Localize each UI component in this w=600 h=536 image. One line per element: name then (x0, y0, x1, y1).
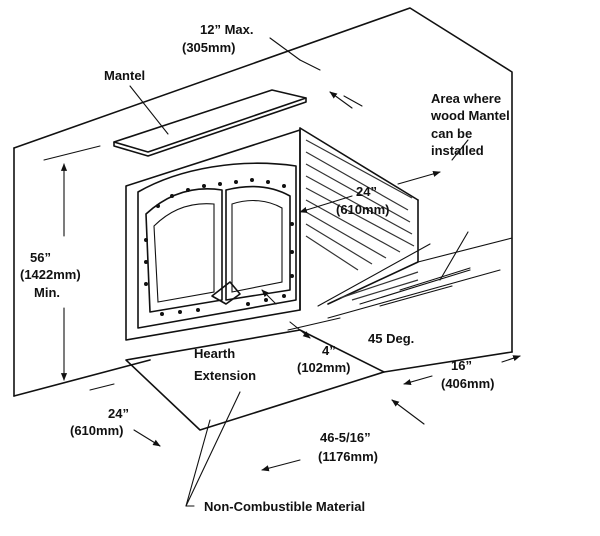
label-16: 16” (451, 358, 472, 373)
floor-guides (317, 237, 513, 319)
label-46-mm: (1176mm) (318, 449, 378, 464)
label-46: 46-5/16” (320, 430, 371, 445)
label-12-max: 12” Max. (200, 22, 253, 37)
label-hearth-line2: Extension (194, 368, 256, 383)
fireplace-surround (125, 129, 301, 341)
label-non-combustible: Non-Combustible Material (204, 499, 365, 514)
label-56: 56” (30, 250, 51, 265)
label-area-line2: wood Mantel (430, 108, 510, 123)
door-rivets (144, 178, 294, 316)
label-16-mm: (406mm) (441, 376, 494, 391)
label-24-right-mm: (610mm) (336, 202, 389, 217)
label-area-line1: Area where (431, 91, 501, 106)
label-4: 4” (322, 343, 336, 358)
label-24-right: 24” (356, 184, 377, 199)
recess-side-wall (299, 127, 419, 311)
label-hearth-line1: Hearth (194, 346, 235, 361)
label-24-left: 24” (108, 406, 129, 421)
label-area-line4: installed (431, 143, 484, 158)
label-12-max-mm: (305mm) (182, 40, 235, 55)
label-area-line3: can be (431, 126, 472, 141)
label-24-left-mm: (610mm) (70, 423, 123, 438)
label-mantel: Mantel (104, 68, 145, 83)
label-56-mm: (1422mm) (20, 267, 81, 282)
label-56-min: Min. (34, 285, 60, 300)
fireplace-doors (144, 178, 294, 316)
label-45-deg: 45 Deg. (368, 331, 414, 346)
label-4-mm: (102mm) (297, 360, 350, 375)
wall-outline (13, 7, 513, 397)
mantel-slab (113, 89, 307, 157)
dimension-lines (43, 37, 521, 507)
